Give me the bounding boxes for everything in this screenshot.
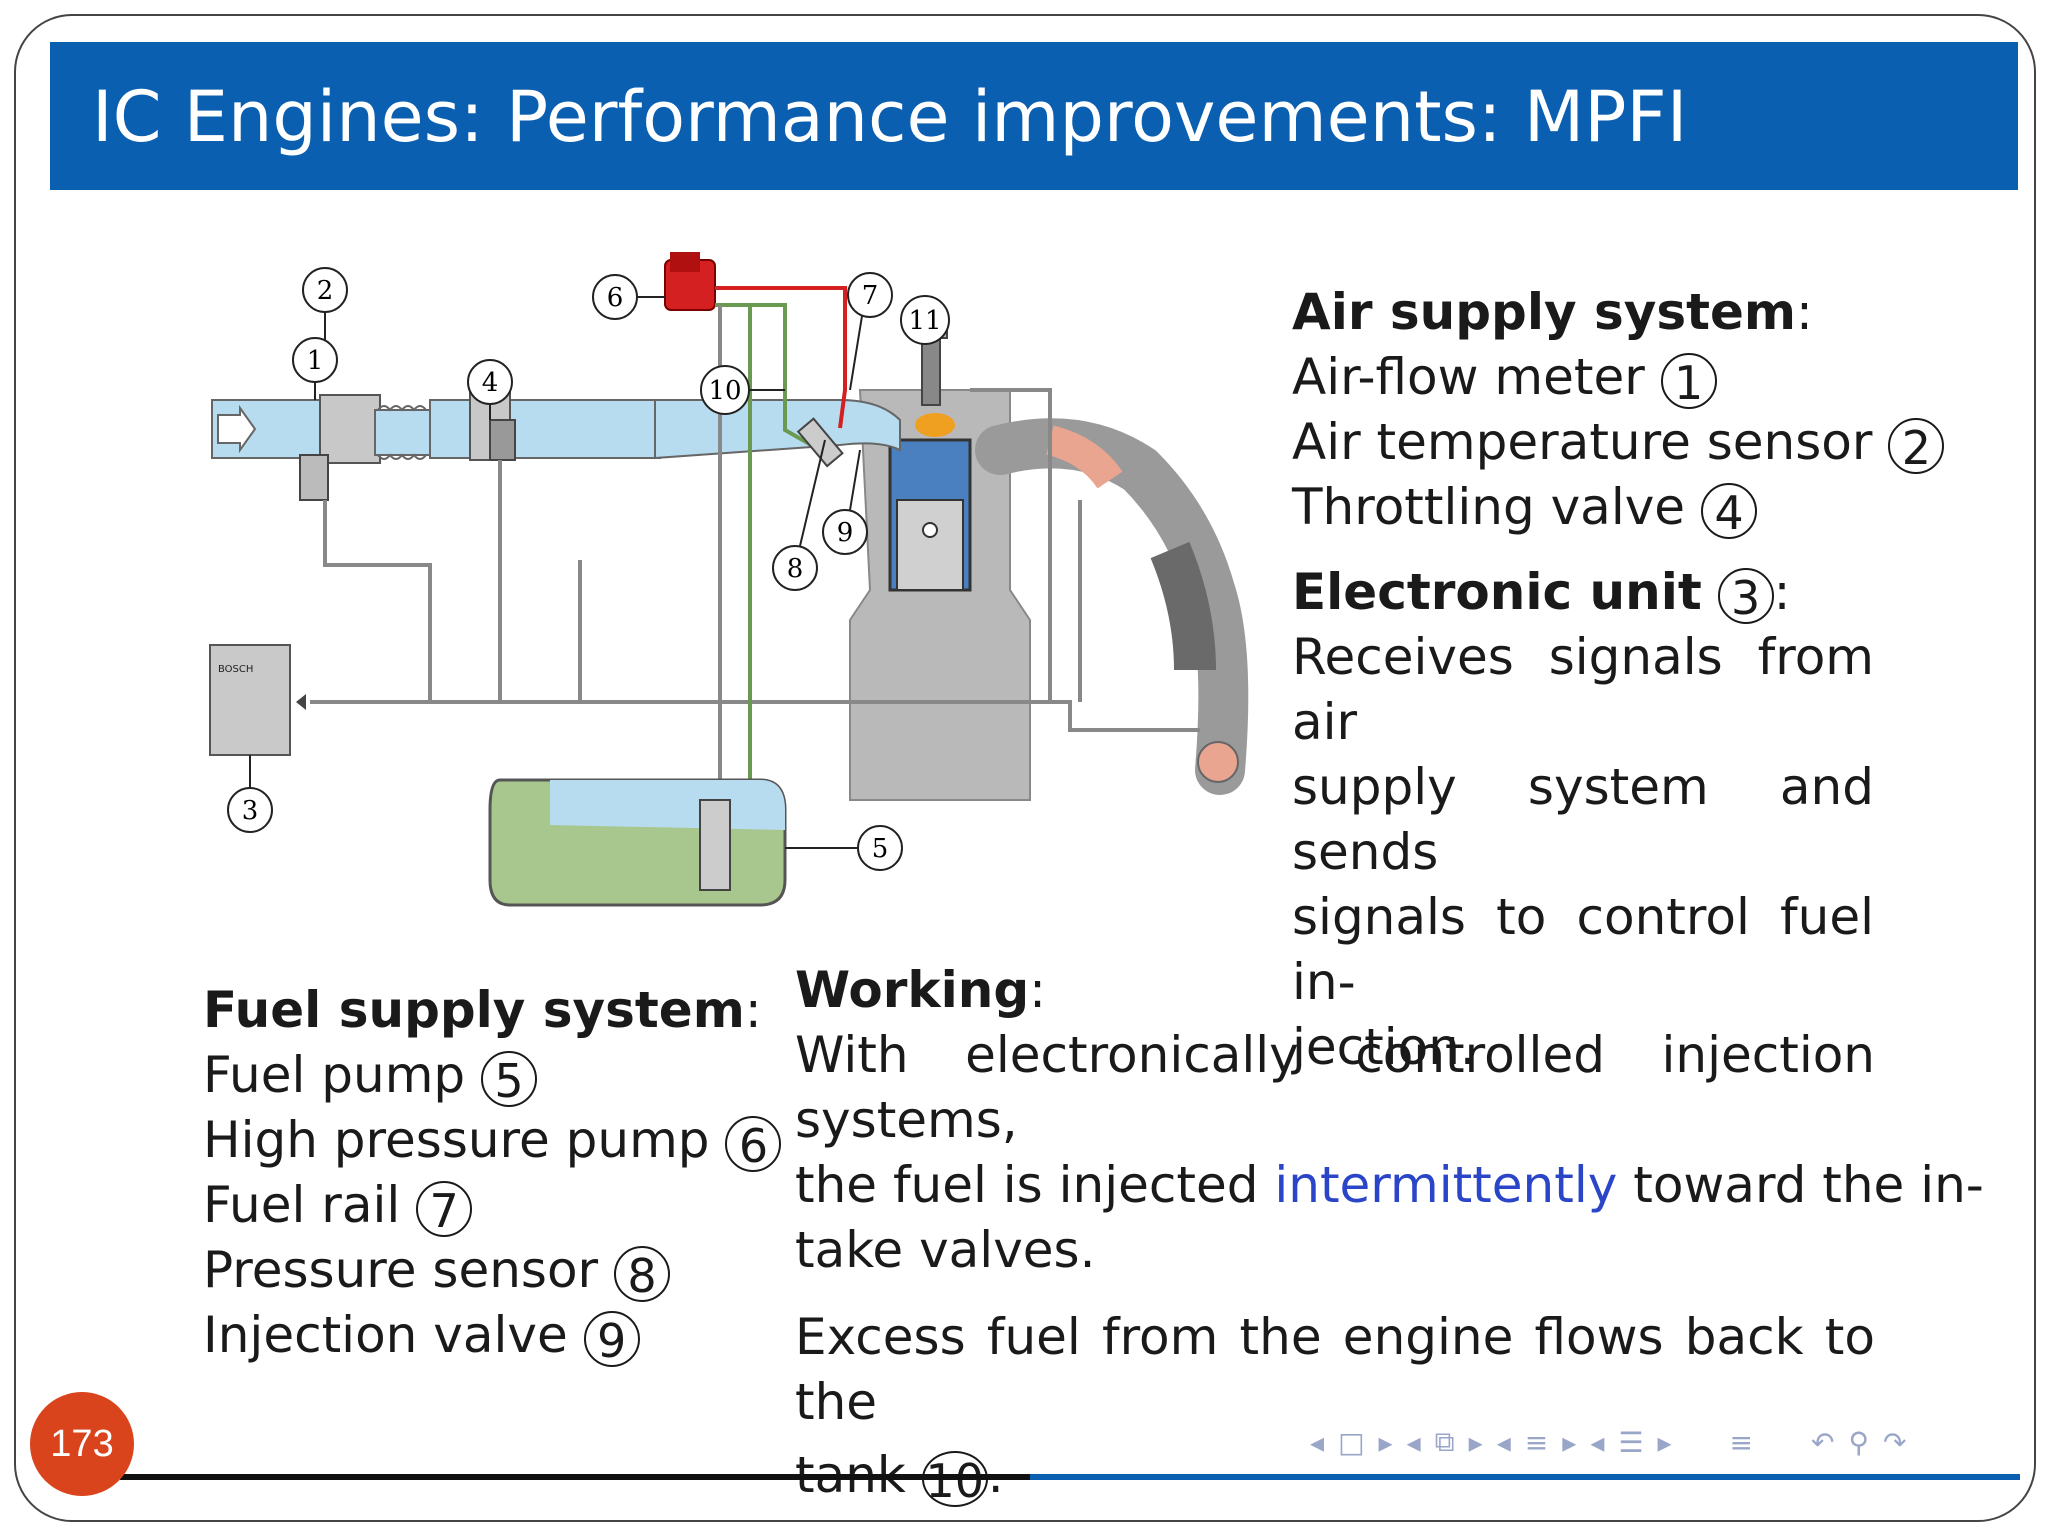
callout-10: 10 <box>700 365 785 415</box>
fuel-supply-item: Pressure sensor 8 <box>203 1238 763 1303</box>
callout-6: 6 <box>592 274 665 320</box>
working-heading: Working: <box>795 961 1047 1019</box>
nav-section-icon[interactable]: ≡ <box>1524 1425 1549 1459</box>
svg-text:7: 7 <box>862 281 879 311</box>
nav-next-section-icon[interactable]: ▸ <box>1562 1425 1577 1459</box>
electronic-control-unit: BOSCH <box>209 644 306 756</box>
nav-doc-icon[interactable]: ☰ <box>1618 1425 1644 1459</box>
callout-8: 8 <box>772 439 826 591</box>
nav-subsection-icon[interactable]: ⧉ <box>1434 1425 1455 1458</box>
svg-text:10: 10 <box>708 376 741 406</box>
callout-5: 5 <box>785 825 903 871</box>
air-supply-item: Air-flow meter 1 <box>1292 345 1972 410</box>
nav-next-frame-icon[interactable]: ▸ <box>1378 1425 1393 1459</box>
highlight-intermittently: intermittently <box>1274 1156 1618 1214</box>
callout-11: 11 <box>900 295 950 345</box>
callout-1: 1 <box>292 337 338 400</box>
fuel-supply-item: Injection valve 9 <box>203 1303 763 1368</box>
svg-text:5: 5 <box>872 834 889 864</box>
fuel-supply-item: Fuel rail 7 <box>203 1173 763 1238</box>
nav-next-doc-icon[interactable]: ▸ <box>1657 1425 1672 1459</box>
fuel-supply-section: Fuel supply system: Fuel pump 5 High pre… <box>203 978 782 1368</box>
nav-search-icon[interactable]: ⚲ <box>1848 1425 1869 1459</box>
svg-text:6: 6 <box>607 283 624 313</box>
high-pressure-pump-icon <box>664 252 716 311</box>
svg-text:8: 8 <box>787 554 804 584</box>
callouts: 2 1 4 3 6 7 11 10 9 8 5 <box>227 267 950 871</box>
title-bar: IC Engines: Performance improvements: MP… <box>50 42 2018 190</box>
fuel-supply-heading: Fuel supply system: <box>203 981 762 1039</box>
svg-text:11: 11 <box>908 306 941 336</box>
page-number-badge: 173 <box>30 1392 134 1496</box>
nav-prev-section-icon[interactable]: ◂ <box>1496 1425 1511 1459</box>
svg-text:3: 3 <box>242 796 259 826</box>
nav-toc-icon[interactable]: ≡ <box>1729 1425 1754 1459</box>
fuel-tank <box>488 778 787 907</box>
air-supply-item: Throttling valve 4 <box>1292 475 1972 540</box>
callout-9: 9 <box>822 449 868 555</box>
svg-text:2: 2 <box>317 276 334 306</box>
air-intake-duct <box>211 389 901 464</box>
injector-icon <box>796 417 844 468</box>
nav-next-subsection-icon[interactable]: ▸ <box>1468 1425 1483 1459</box>
svg-text:1: 1 <box>307 346 324 376</box>
beamer-navigation: ◂ □ ▸ ◂ ⧉ ▸ ◂ ≡ ▸ ◂ ☰ ▸ ≡ ↶ ⚲ ↷ <box>1310 1424 1906 1460</box>
svg-text:9: 9 <box>837 518 854 548</box>
callout-2: 2 <box>302 267 348 340</box>
callout-4: 4 <box>467 359 513 420</box>
footer-line-blue <box>1030 1474 2020 1480</box>
svg-text:4: 4 <box>482 368 499 398</box>
electronic-unit-heading: Electronic unit 3: <box>1292 563 1791 625</box>
electronic-unit-line: signals to control fuel in- <box>1292 888 1874 1011</box>
air-supply-item: Air temperature sensor 2 <box>1292 410 1972 475</box>
working-section: Working: With electronically controlled … <box>795 958 1984 1508</box>
air-supply-section: Air supply system: Air-flow meter 1 Air … <box>1292 280 1972 540</box>
fuel-supply-item: Fuel pump 5 <box>203 1043 763 1108</box>
nav-forward-icon[interactable]: ↷ <box>1883 1425 1907 1459</box>
excess-fuel-line-1: Excess fuel from the engine flows back t… <box>795 1308 1875 1431</box>
signal-wires <box>310 388 1200 732</box>
engine-block <box>849 389 1031 801</box>
working-line-2: the fuel is injected intermittently towa… <box>795 1156 1984 1214</box>
electronic-unit-line: supply system and sends <box>1292 758 1874 881</box>
fuel-supply-item: High pressure pump 6 <box>203 1108 782 1173</box>
exhaust-pipe <box>975 418 1249 795</box>
electronic-unit-line: Receives signals from air <box>1292 628 1874 751</box>
nav-back-icon[interactable]: ↶ <box>1811 1425 1835 1459</box>
air-flow-meter-sensor <box>299 454 329 501</box>
nav-prev-subsection-icon[interactable]: ◂ <box>1406 1425 1421 1459</box>
nav-prev-frame-icon[interactable]: ◂ <box>1310 1425 1325 1459</box>
electronic-unit-section: Electronic unit 3: Receives signals from… <box>1292 560 1874 1080</box>
callout-7: 7 <box>847 272 893 391</box>
mpfi-diagram: BOSCH 2 1 4 3 6 7 11 10 <box>209 252 1249 907</box>
callout-3: 3 <box>227 755 273 833</box>
nav-frame-icon[interactable]: □ <box>1338 1425 1365 1459</box>
slide-title: IC Engines: Performance improvements: MP… <box>92 76 1688 158</box>
ecu-label: BOSCH <box>218 664 253 675</box>
nav-prev-doc-icon[interactable]: ◂ <box>1590 1425 1605 1459</box>
working-line-1: With electronically controlled injection… <box>795 1026 1875 1149</box>
working-line-3: take valves. <box>795 1221 1096 1279</box>
electronic-unit-line: jection. <box>1292 1018 1476 1076</box>
air-supply-heading: Air supply system: <box>1292 283 1813 341</box>
footer-line-dark <box>120 1474 1030 1480</box>
